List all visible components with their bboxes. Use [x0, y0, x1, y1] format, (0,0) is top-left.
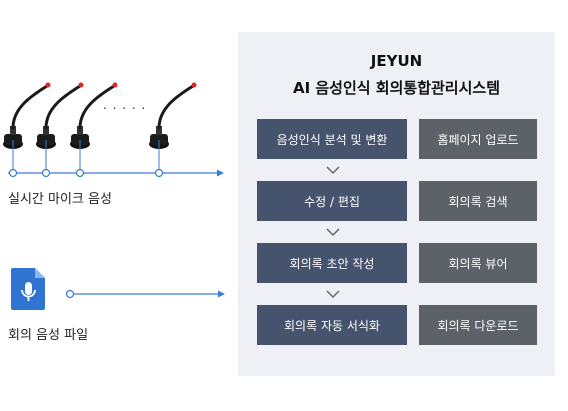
chevron-down-icon: [326, 228, 340, 237]
file-flow-arrow: [65, 289, 225, 299]
meeting-audio-file-label: 회의 음성 파일: [8, 328, 89, 343]
feature-minutes-download: 회의록 다운로드: [419, 305, 537, 345]
mic-ellipsis: . . . . .: [103, 98, 147, 112]
step-auto-format: 회의록 자동 서식화: [257, 305, 407, 345]
audio-file-icon: [11, 268, 45, 310]
chevron-down-icon: [326, 166, 340, 175]
feature-homepage-upload: 홈페이지 업로드: [419, 119, 537, 159]
step-speech-recognition: 음성인식 분석 및 변환: [257, 119, 407, 159]
panel-title-system: AI 음성인식 회의통합관리시스템: [292, 79, 501, 97]
realtime-mic-label: 실시간 마이크 음성: [8, 192, 112, 207]
chevron-down-icon: [326, 290, 340, 299]
step-draft-minutes: 회의록 초안 작성: [257, 243, 407, 283]
panel-title-brand: JEYUN: [370, 52, 423, 70]
feature-minutes-search: 회의록 검색: [419, 181, 537, 221]
realtime-flow-arrow: [8, 140, 224, 178]
system-panel: JEYUN AI 음성인식 회의통합관리시스템 음성인식 분석 및 변환 수정 …: [238, 32, 555, 376]
feature-minutes-viewer: 회의록 뷰어: [419, 243, 537, 283]
step-edit: 수정 / 편집: [257, 181, 407, 221]
